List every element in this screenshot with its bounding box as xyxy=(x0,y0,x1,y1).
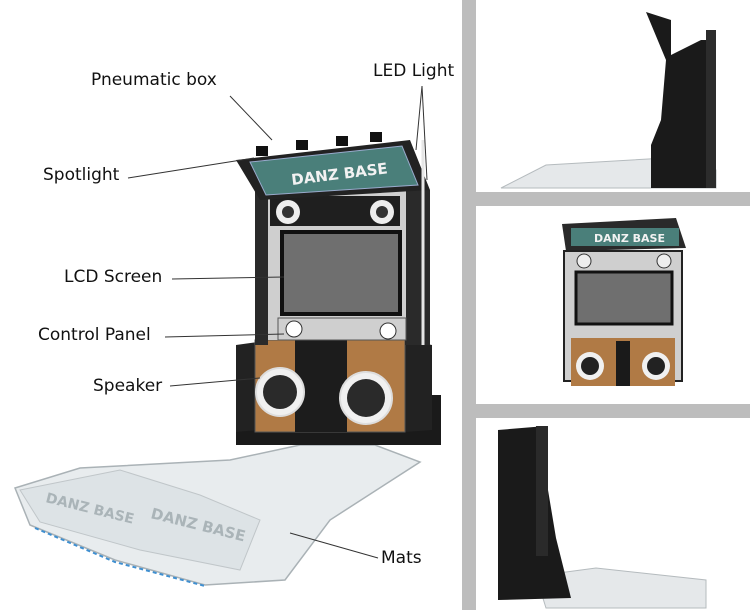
upper-cabinet: DANZ BASE xyxy=(236,132,430,345)
cabinet-body xyxy=(236,339,441,445)
callout-spotlight: Spotlight xyxy=(43,165,120,185)
arcade-machine-illustration: DANZ BASE DANZ BASE xyxy=(13,85,441,587)
side-view-panel xyxy=(476,0,750,192)
vertical-divider xyxy=(462,0,476,610)
callout-speaker: Speaker xyxy=(93,376,163,396)
callout-pneumatic-box: Pneumatic box xyxy=(91,70,217,90)
divider-top xyxy=(476,192,750,206)
callout-lcd-screen: LCD Screen xyxy=(64,267,163,287)
dance-mat: DANZ BASE DANZ BASE xyxy=(13,444,422,587)
callout-mats: Mats xyxy=(381,548,422,568)
callout-lines xyxy=(127,85,428,559)
rear-view-panel xyxy=(476,418,750,610)
callout-control-panel: Control Panel xyxy=(38,325,151,345)
lcd-screen xyxy=(280,230,402,316)
side-view-image xyxy=(500,12,717,189)
rear-view-image xyxy=(498,426,707,609)
front-view-panel: DANZ BASE xyxy=(476,206,750,404)
front-view-image: DANZ BASE xyxy=(562,218,686,386)
callout-led-light: LED Light xyxy=(373,61,455,81)
front-view-logo: DANZ BASE xyxy=(594,232,665,245)
divider-bottom xyxy=(476,404,750,418)
control-panel xyxy=(277,317,407,341)
